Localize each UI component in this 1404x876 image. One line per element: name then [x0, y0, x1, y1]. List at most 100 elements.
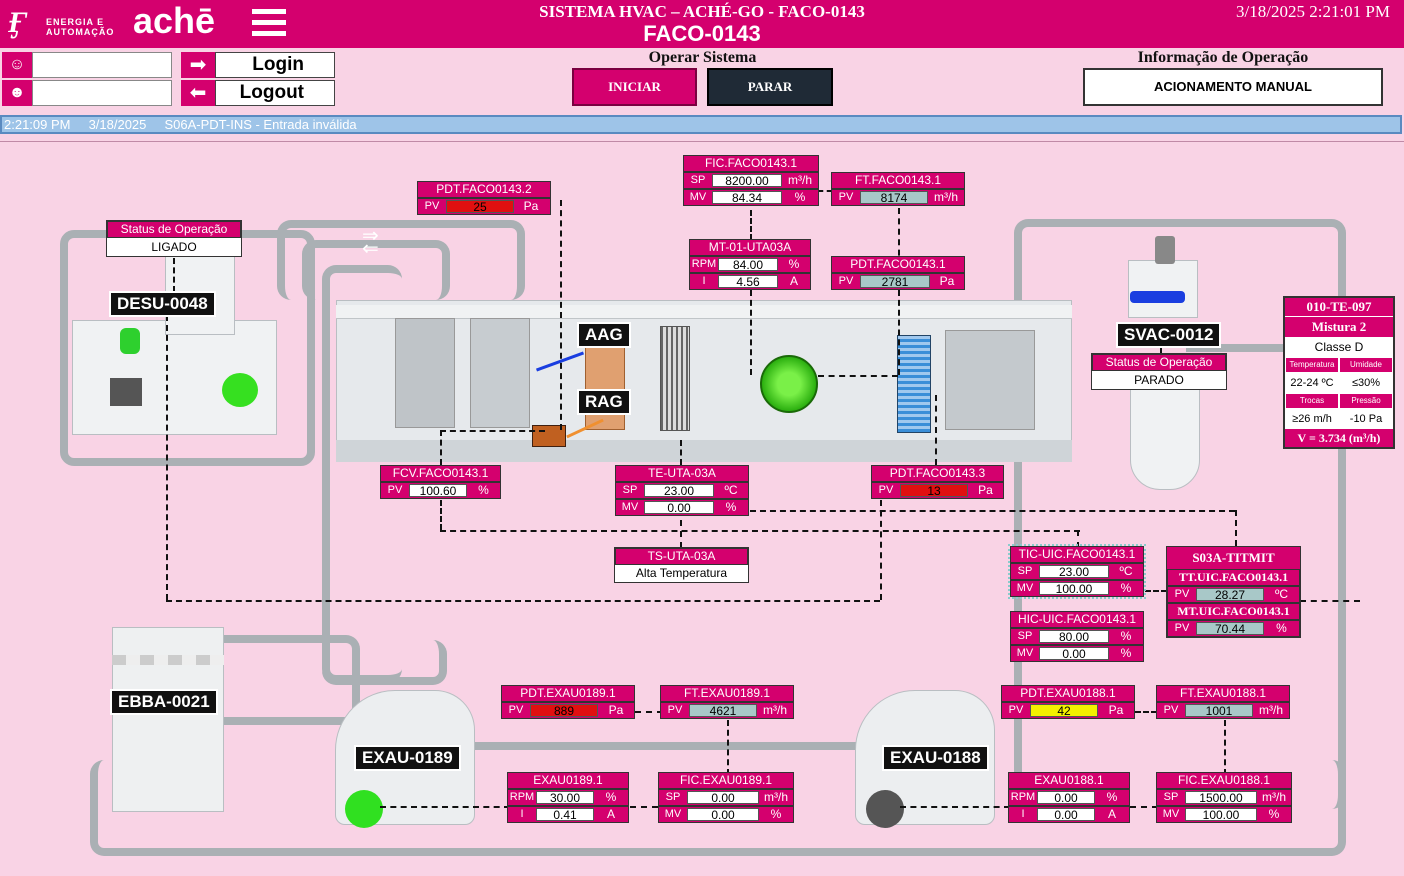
- group-field[interactable]: [32, 80, 172, 106]
- unit: %: [1120, 581, 1132, 595]
- hic-uic-mv[interactable]: 0.00: [1039, 647, 1109, 661]
- fic-exau189-mv[interactable]: 0.00: [687, 808, 759, 822]
- hamburger-menu-icon[interactable]: [252, 9, 286, 37]
- svac-status-value: PARADO: [1134, 373, 1184, 387]
- rag-label[interactable]: RAG: [577, 389, 631, 415]
- stop-button[interactable]: PARAR: [707, 68, 833, 106]
- s03a-mt-title: MT.UIC.FACO0143.1: [1167, 603, 1300, 620]
- fic-exau189-sp[interactable]: 0.00: [687, 791, 759, 805]
- exau188-motor-title: EXAU0188.1: [1008, 772, 1130, 789]
- login-button[interactable]: Login: [215, 52, 335, 78]
- signal-line: [1130, 806, 1158, 808]
- signal-line: [440, 430, 442, 465]
- unit: %: [770, 807, 782, 821]
- fcv-faco-title: FCV.FACO0143.1: [380, 465, 501, 482]
- fic-faco-sp[interactable]: 8200.00: [712, 174, 782, 188]
- fic-faco-title: FIC.FACO0143.1: [683, 155, 819, 172]
- logout-arrow-icon[interactable]: ⬅: [181, 80, 215, 106]
- mv-key: MV: [664, 808, 682, 820]
- ache-logo: achē: [133, 0, 216, 41]
- desu-label[interactable]: DESU-0048: [109, 291, 216, 317]
- te-uta-sp[interactable]: 23.00: [644, 484, 714, 498]
- mv-key: MV: [621, 501, 639, 513]
- tic-uic-title: TIC-UIC.FACO0143.1: [1010, 546, 1144, 563]
- datetime-display: 3/18/2025 2:21:01 PM: [1236, 2, 1390, 21]
- unit: %: [1120, 646, 1132, 660]
- desu-fan-2-icon: [222, 373, 258, 407]
- group-icon: ☻: [2, 80, 32, 106]
- login-arrow-icon[interactable]: ➡: [181, 52, 215, 78]
- te-uta-mv[interactable]: 0.00: [644, 501, 714, 515]
- pv-key: PV: [508, 704, 524, 716]
- user-field[interactable]: [32, 52, 172, 78]
- pv-key: PV: [387, 484, 403, 496]
- exau188-i: 0.00: [1037, 808, 1095, 822]
- fic-exau188-mv[interactable]: 100.00: [1185, 808, 1257, 822]
- ft-faco-pv: 8174: [860, 191, 928, 205]
- signal-line: [1160, 345, 1162, 355]
- mv-key: MV: [689, 191, 707, 203]
- svac-status-title: Status de Operação: [1092, 354, 1226, 371]
- alarm-bar[interactable]: 2:21:09 PM 3/18/2025 S06A-PDT-INS - Entr…: [0, 115, 1402, 134]
- ft-exau189-title: FT.EXAU0189.1: [660, 685, 794, 702]
- desu-status-title: Status de Operação: [107, 221, 241, 238]
- signal-line: [1145, 590, 1167, 592]
- signal-line: [440, 530, 1080, 532]
- heating-coil: [585, 335, 625, 430]
- unit: Pa: [939, 274, 955, 288]
- pdt-faco1-pv: 2781: [860, 275, 930, 289]
- operate-title: Operar Sistema: [648, 49, 757, 66]
- ts-uta-box[interactable]: TS-UTA-03A Alta Temperatura: [614, 547, 749, 583]
- start-button[interactable]: INICIAR: [572, 68, 697, 106]
- unit: Pa: [608, 703, 624, 717]
- press-value: -10 Pa: [1349, 413, 1383, 425]
- room-info-box[interactable]: 010-TE-097 Mistura 2 Classe D Temperatur…: [1283, 296, 1395, 449]
- room-id: 010-TE-097: [1285, 298, 1393, 316]
- ft-exau188-title: FT.EXAU0188.1: [1156, 685, 1290, 702]
- exau189-i: 0.41: [536, 808, 594, 822]
- pv-key: PV: [667, 704, 683, 716]
- fic-faco-mv[interactable]: 84.34: [712, 191, 782, 205]
- ebba-label[interactable]: EBBA-0021: [110, 689, 218, 715]
- svac-label[interactable]: SVAC-0012: [1116, 322, 1222, 348]
- signal-line: [900, 806, 1010, 808]
- logout-button[interactable]: Logout: [215, 80, 335, 106]
- fic-exau188-sp[interactable]: 1500.00: [1185, 791, 1257, 805]
- exau189-label[interactable]: EXAU-0189: [354, 745, 461, 771]
- alarm-time: 2:21:09 PM: [4, 117, 71, 132]
- tic-uic-sp[interactable]: 23.00: [1039, 565, 1109, 579]
- pv-key: PV: [878, 484, 894, 496]
- fic-exau188-title: FIC.EXAU0188.1: [1156, 772, 1292, 789]
- filter-panel-3: [945, 330, 1035, 430]
- hic-uic-title: HIC-UIC.FACO0143.1: [1010, 611, 1144, 628]
- press-label: Pressão: [1339, 393, 1393, 409]
- tic-uic-mv[interactable]: 100.00: [1039, 582, 1109, 596]
- pdt-faco2-pv: 25: [446, 200, 514, 214]
- flow-arrow-left-icon: ⇐: [362, 238, 379, 260]
- hic-uic-sp[interactable]: 80.00: [1039, 630, 1109, 644]
- exau188-label[interactable]: EXAU-0188: [882, 745, 989, 771]
- fcv-faco-pv: 100.60: [409, 484, 467, 498]
- aag-label[interactable]: AAG: [577, 322, 631, 348]
- unit: A: [1107, 807, 1116, 821]
